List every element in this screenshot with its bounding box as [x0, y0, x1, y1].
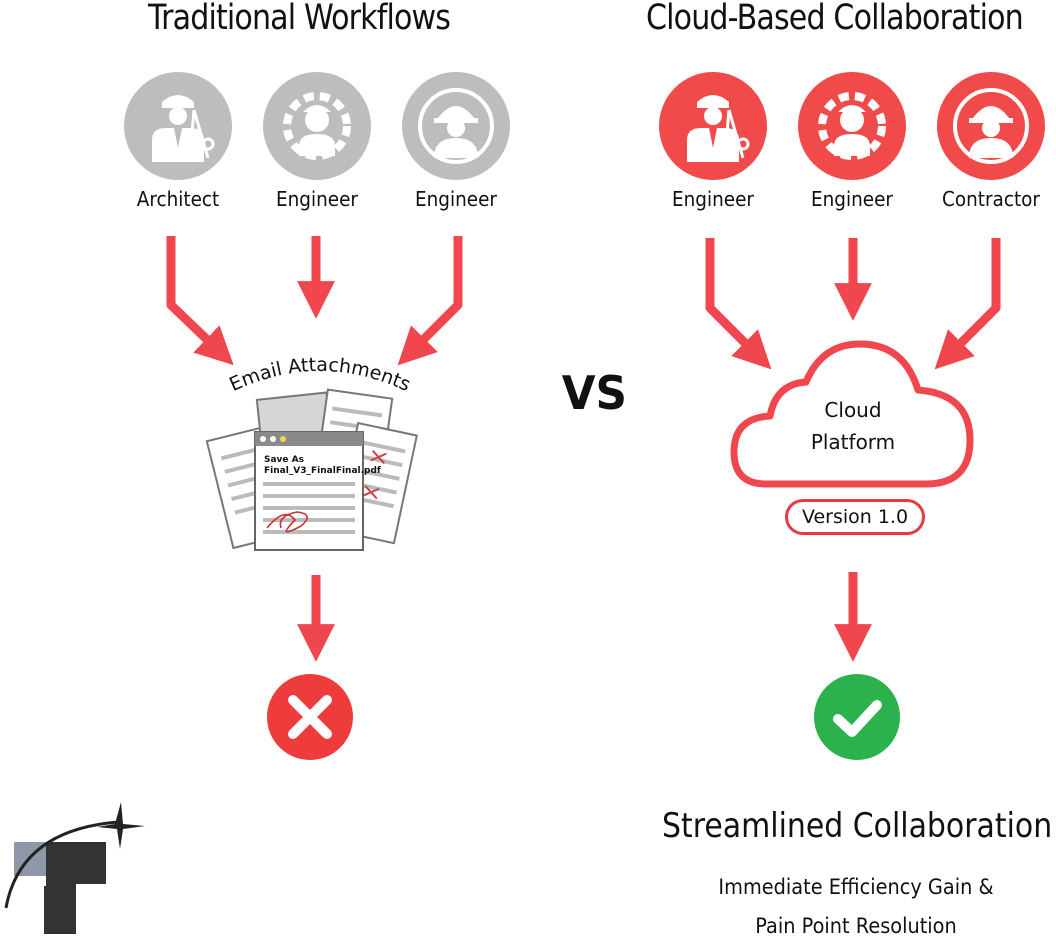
contractor-helmet-icon — [937, 72, 1045, 180]
result-title: Streamlined Collaboration — [662, 806, 1053, 846]
document-stack-icon — [205, 388, 419, 551]
role-architect: Architect — [136, 187, 220, 211]
left-title: Traditional Workflows — [148, 0, 451, 38]
fail-x-icon — [267, 674, 353, 760]
doc-title-line2: Final_V3_FinalFinal.pdf — [264, 466, 381, 476]
doc-title-line1: Save As — [264, 455, 304, 465]
role-engineer-left-1: Engineer — [276, 187, 358, 211]
arrow-left-1 — [166, 236, 234, 366]
role-engineer-left-2: Engineer — [415, 187, 497, 211]
architect-icon — [124, 72, 232, 180]
engineer-helmet-icon — [402, 72, 510, 180]
engineer-gear-icon — [263, 72, 371, 180]
cloud-text-line1: Cloud — [824, 398, 882, 422]
role-engineer-right-1: Engineer — [672, 187, 754, 211]
arrow-right-3 — [934, 238, 1001, 370]
result-line1: Immediate Efficiency Gain & — [718, 875, 994, 899]
arrow-right-1 — [705, 238, 772, 370]
cloud-text-line2: Platform — [810, 430, 896, 454]
engineer-gear-red-icon — [798, 72, 906, 180]
company-logo — [4, 802, 145, 934]
cloud-platform-icon — [730, 340, 974, 488]
role-contractor: Contractor — [942, 187, 1040, 211]
success-check-icon — [814, 674, 900, 760]
role-engineer-right-2: Engineer — [811, 187, 893, 211]
vs-label: VS — [561, 366, 628, 420]
arrow-left-3 — [397, 236, 463, 366]
version-badge: Version 1.0 — [785, 499, 925, 535]
result-line2: Pain Point Resolution — [755, 914, 957, 938]
engineer-compass-icon — [659, 72, 767, 180]
email-attachments-label: Email Attachments — [226, 354, 414, 396]
right-title: Cloud-Based Collaboration — [646, 0, 1024, 38]
